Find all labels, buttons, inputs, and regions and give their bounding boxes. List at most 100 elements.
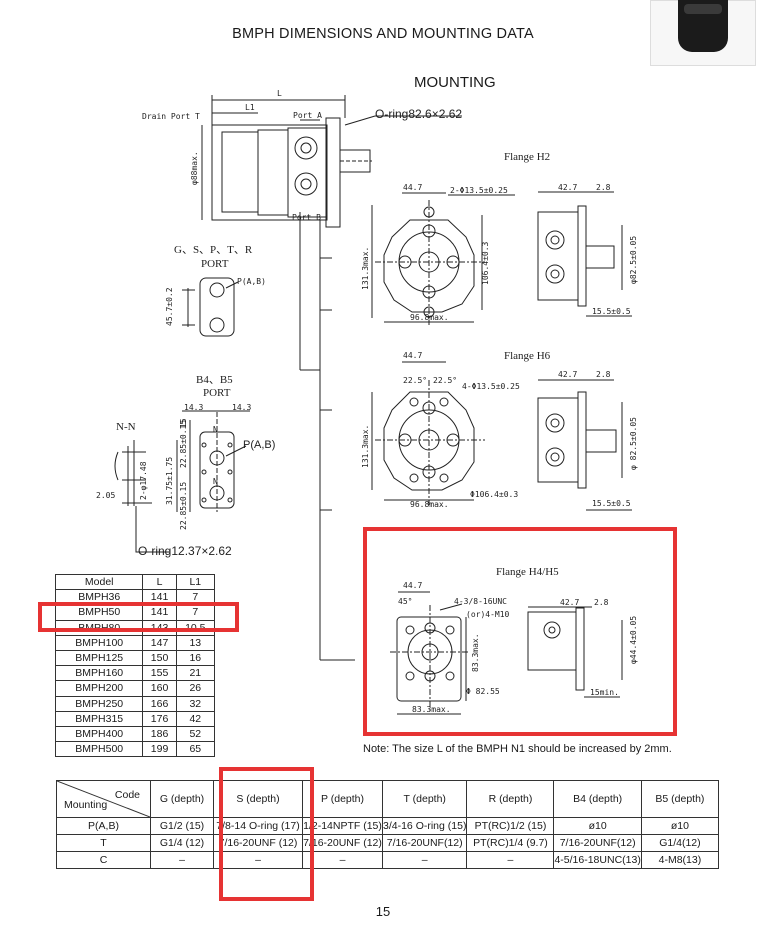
table-cell: – — [466, 851, 555, 869]
table-cell: G1/4 (12) — [150, 834, 214, 852]
h6-dim-10: φ 82.5±0.05 — [629, 417, 638, 470]
h6-dim-8: 42.7 — [558, 370, 577, 379]
p-header: P (depth) — [302, 780, 383, 818]
gsptr-port-title: G、S、P、T、R — [174, 244, 253, 256]
b5-header: B5 (depth) — [640, 780, 720, 818]
table-cell: 3/4-16 O-ring (15) — [381, 817, 468, 835]
port-table-header: Code Mounting G (depth) S (depth) P (dep… — [56, 780, 720, 818]
table-cell: BMPH125 — [54, 649, 144, 667]
h45-dim-1: 44.7 — [403, 581, 422, 590]
note-text: Note: The size L of the BMPH N1 should b… — [363, 743, 672, 755]
table-cell: 52 — [175, 725, 216, 743]
drain-port-label: Drain Port T — [142, 112, 200, 121]
table-cell: 7/16-20UNF(12) — [553, 834, 642, 852]
table-cell: – — [381, 851, 468, 869]
table-cell: 13 — [175, 634, 216, 651]
h2-dim-4: 106.4±0.3 — [481, 241, 490, 285]
port-table-body: P(A,B)G1/2 (15)7/8-14 O-ring (17)1/2-14N… — [56, 817, 720, 869]
h2-dim-1: 44.7 — [403, 183, 422, 192]
h2-dim-7: 2.8 — [596, 183, 611, 192]
section-title: MOUNTING — [414, 74, 496, 91]
h45-dim-11: 15min. — [590, 688, 619, 697]
table-cell: 147 — [142, 634, 177, 651]
port-depth-table: Code Mounting G (depth) S (depth) P (dep… — [56, 780, 720, 869]
table-cell: 42 — [175, 710, 216, 727]
h6-dim-7: 96.8max. — [410, 500, 449, 509]
table-row: P(A,B)G1/2 (15)7/8-14 O-ring (17)1/2-14N… — [56, 817, 720, 835]
table-cell: PT(RC)1/2 (15) — [466, 817, 555, 835]
b45-dim-v4: 15 — [179, 418, 188, 428]
table-cell: G1/4(12) — [640, 834, 720, 852]
h45-dim-5: 83.3max. — [471, 633, 480, 672]
h45-dim-10: φ44.4±0.05 — [629, 616, 638, 664]
h6-dim-1: 44.7 — [403, 351, 422, 360]
table-cell: 65 — [175, 741, 216, 758]
t-header: T (depth) — [381, 780, 468, 818]
h6-dim-5: 131.3max. — [361, 425, 370, 468]
dim-L1: L1 — [245, 103, 255, 112]
b45-n-top: N — [213, 425, 218, 434]
table-cell: 4-5/16-18UNC(13) — [553, 851, 642, 869]
table-cell: 186 — [142, 725, 177, 743]
h2-dim-3: 131.3max. — [361, 247, 370, 290]
b45-dim-v2: 22.85±0.15 — [179, 482, 188, 530]
table-cell: – — [302, 851, 383, 869]
model-header: Model — [54, 573, 144, 591]
table-cell: 155 — [142, 665, 177, 682]
h6-dim-2: 22.5° — [403, 376, 427, 385]
motor-image-cap — [684, 4, 722, 14]
table-cell: 16 — [175, 649, 216, 667]
s-header: S (depth) — [213, 780, 303, 818]
flange-h2-title: Flange H2 — [504, 151, 550, 163]
table-cell: – — [150, 851, 214, 869]
l1-header: L1 — [175, 573, 216, 591]
table-cell: ø10 — [553, 817, 642, 835]
h2-dim-5: 96.8max. — [410, 313, 449, 322]
h45-dim-2: 45° — [398, 597, 412, 606]
b45-dim-v3: 31.75±1.75 — [165, 457, 174, 505]
dim-dia88: φ88max. — [190, 151, 199, 185]
code-mounting-corner: Code Mounting — [56, 780, 151, 818]
table-cell: ø10 — [640, 817, 720, 835]
r-header: R (depth) — [466, 780, 555, 818]
table-cell: 7/8-14 O-ring (17) — [213, 817, 303, 835]
corner-mounting-label: Mounting — [64, 799, 108, 811]
table-cell: 26 — [175, 680, 216, 697]
gsptr-dim: 45.7±0.2 — [165, 287, 174, 326]
l-header: L — [142, 573, 177, 591]
table-cell: 166 — [142, 695, 177, 712]
table-cell: BMPH315 — [54, 710, 144, 727]
port-b-label: Port B — [292, 213, 321, 222]
b45-n-bottom: N — [213, 477, 218, 486]
page-number: 15 — [375, 904, 391, 919]
table-cell: BMPH80 — [54, 619, 144, 636]
table-cell: 7 — [175, 604, 216, 621]
nn-section-title: N-N — [116, 421, 136, 433]
h45-dim-4: (or)4-M10 — [466, 610, 510, 619]
h2-dim-6: 42.7 — [558, 183, 577, 192]
table-cell: 141 — [142, 589, 177, 606]
corner-diagonal — [57, 781, 150, 817]
mounting-cell: T — [56, 834, 151, 852]
dim-L: L — [277, 89, 282, 98]
table-cell: BMPH50 — [54, 604, 144, 621]
table-cell: BMPH100 — [54, 634, 144, 651]
table-cell: 141 — [142, 604, 177, 621]
table-row: C–––––4-5/16-18UNC(13)4-M8(13) — [56, 851, 720, 869]
page-title: BMPH DIMENSIONS AND MOUNTING DATA — [232, 26, 534, 42]
g-header: G (depth) — [150, 780, 214, 818]
table-cell: 10.5 — [175, 619, 216, 636]
h45-dim-3: 4-3/8-16UNC — [454, 597, 507, 606]
h6-dim-4: 4-Φ13.5±0.25 — [462, 382, 520, 391]
corner-code-label: Code — [114, 789, 140, 801]
